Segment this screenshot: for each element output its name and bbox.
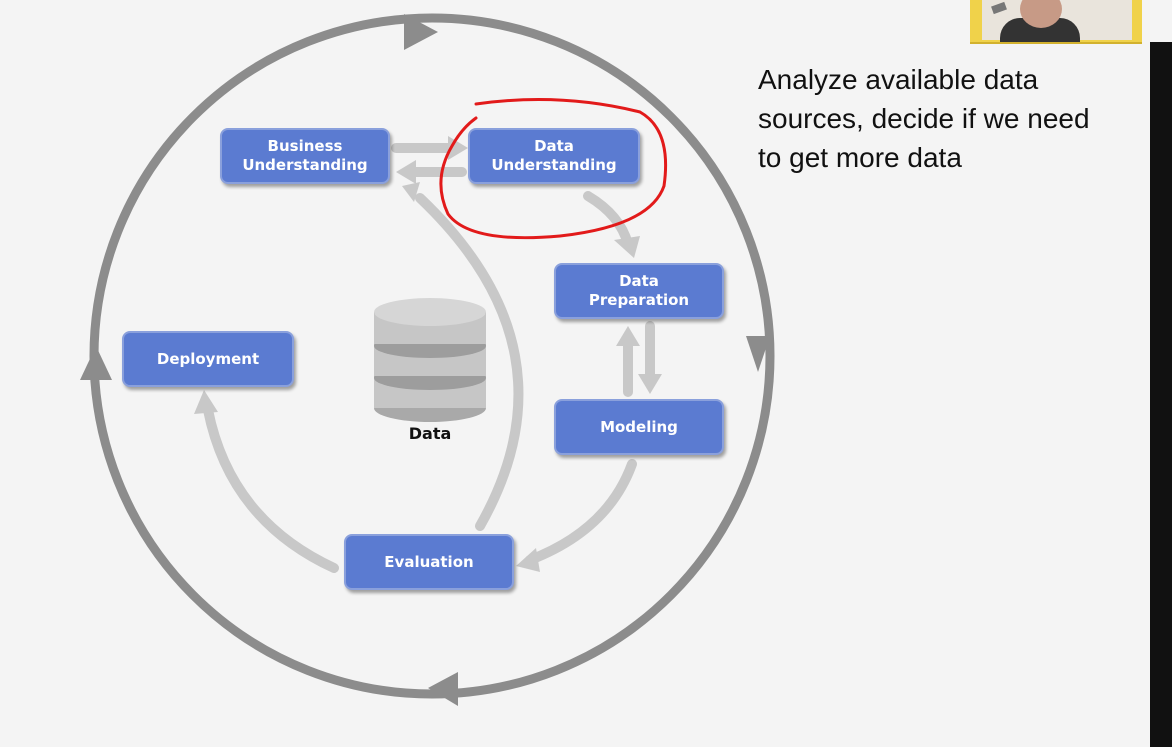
outer-arrowhead-bottom: [428, 672, 458, 706]
arrow-evaluation-to-deployment: [203, 405, 339, 573]
slide-caption: Analyze available data sources, decide i…: [758, 64, 1090, 173]
data-preparation-label: Data Preparation: [588, 272, 690, 309]
right-edge-bar: [1150, 42, 1172, 747]
arrow-evaluation-to-business: [415, 193, 524, 531]
deployment-label: Deployment: [156, 349, 260, 368]
data-understanding-box: Data Understanding: [468, 128, 640, 184]
deployment-box: Deployment: [122, 331, 294, 387]
modeling-label: Modeling: [600, 417, 678, 436]
outer-arrowhead-left: [80, 346, 112, 380]
arrow-understanding-to-preparation: [583, 191, 633, 249]
database-icon: [374, 298, 486, 422]
database-label: Data: [408, 424, 452, 443]
data-understanding-label: Data Understanding: [491, 137, 617, 174]
webcam-thumbnail: [970, 0, 1142, 44]
arrow-modeling-to-evaluation: [525, 459, 637, 565]
red-highlight-circle: [439, 98, 668, 240]
inner-arrows: [203, 143, 655, 573]
outer-arrowhead-right: [746, 336, 770, 372]
data-preparation-box: Data Preparation: [554, 263, 724, 319]
evaluation-box: Evaluation: [344, 534, 514, 590]
business-understanding-box: Business Understanding: [220, 128, 390, 184]
outer-arrowhead-top: [404, 14, 438, 50]
modeling-box: Modeling: [554, 399, 724, 455]
business-understanding-label: Business Understanding: [242, 137, 368, 174]
evaluation-label: Evaluation: [384, 552, 474, 571]
